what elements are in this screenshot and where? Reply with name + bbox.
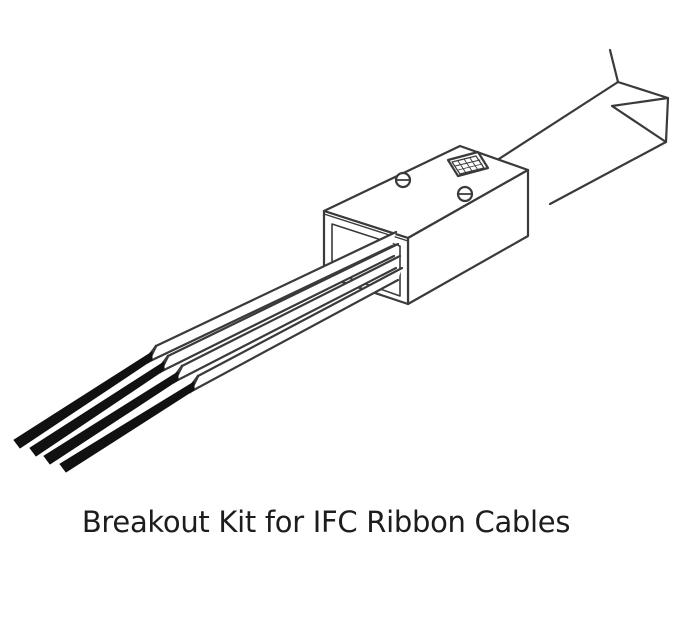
figure-caption: Breakout Kit for IFC Ribbon Cables bbox=[81, 505, 571, 539]
label-grid-icon bbox=[446, 150, 490, 178]
breakout-kit-illustration bbox=[13, 48, 670, 473]
breakout-tubes bbox=[146, 230, 404, 394]
ribbon-cable bbox=[486, 48, 670, 206]
fibers bbox=[13, 351, 195, 473]
screw-icon bbox=[394, 171, 412, 189]
screw-icon bbox=[456, 185, 474, 203]
